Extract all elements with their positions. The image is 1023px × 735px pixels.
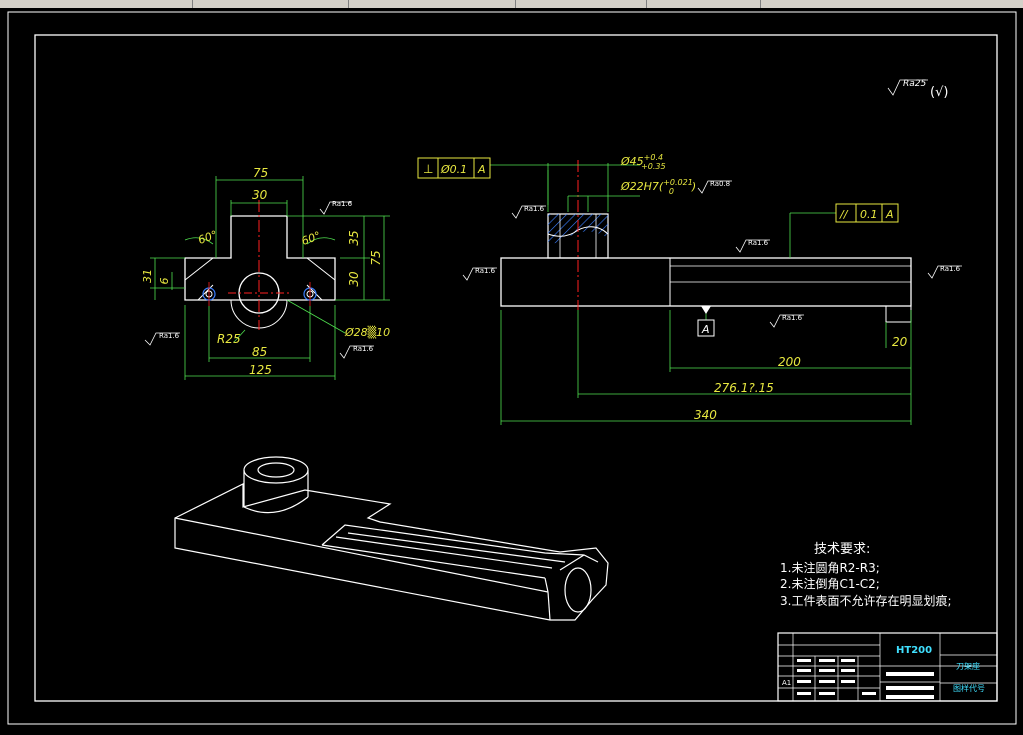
roughness-label: Ra1.6 [524, 205, 545, 213]
dim-height-35: 35 [347, 230, 361, 245]
isometric-view [174, 456, 609, 621]
toolbar-separator [348, 0, 349, 8]
roughness-label: Ra1.6 [475, 267, 496, 275]
scale-label: A1 [782, 679, 791, 687]
toolbar-separator [760, 0, 761, 8]
dim-radius: R25 [217, 332, 241, 346]
dim-hole: Ø28▒10 [344, 325, 390, 339]
perpendicularity-frame: ⊥ Ø0.1 A [417, 157, 491, 179]
para-value: 0.1 [860, 208, 878, 221]
tech-req-item: 1.未注圆角R2-R3; [780, 560, 880, 575]
dim-height-6: 6 [158, 278, 171, 285]
roughness-label: Ra1.6 [782, 314, 803, 322]
dim-angle-right: 60° [300, 229, 323, 248]
tech-req-item: 2.未注倒角C1-C2; [780, 576, 880, 591]
roughness-general-suffix: (√) [930, 85, 948, 100]
perp-datum: A [477, 163, 486, 176]
h7-main: Ø22H7( [620, 180, 664, 193]
h7-close: ) [691, 180, 696, 193]
bore-upper: +0.4 [644, 153, 663, 162]
dim-length-276: 276.1?.15 [714, 381, 774, 395]
front-outline [184, 215, 336, 301]
cad-drawing: 75 30 60° 60° 35 75 30 31 6 R25 Ø28▒10 8… [7, 11, 1017, 725]
dim-height-75: 75 [369, 250, 383, 265]
dim-bore-45: Ø45+0.4+0.35 [620, 153, 666, 171]
drawing-name: 刀架座 [956, 661, 980, 671]
dim-width-top: 75 [253, 166, 268, 180]
dim-boss-width: 30 [252, 188, 268, 202]
perp-value: Ø0.1 [440, 163, 467, 176]
material-label: HT200 [896, 645, 932, 656]
dim-hole-spacing: 85 [252, 345, 267, 359]
dim-total-width: 125 [249, 363, 272, 377]
tech-req-title: 技术要求: [814, 542, 870, 557]
roughness-general: Ra25 [903, 79, 926, 89]
h7-lower: 0 [669, 187, 674, 196]
roughness-label: Ra1.6 [748, 239, 769, 247]
tech-req-item: 3.工件表面不允许存在明显划痕; [780, 593, 952, 608]
dim-length-200: 200 [778, 355, 801, 369]
front-view: 75 30 60° 60° 35 75 30 31 6 R25 Ø28▒10 8… [141, 166, 390, 380]
dim-height-30: 30 [347, 271, 361, 287]
bore-lower: +0.35 [641, 162, 666, 171]
perp-symbol: ⊥ [423, 162, 433, 176]
datum-a: A [701, 323, 710, 336]
dim-length-20: 20 [892, 335, 908, 349]
drawing-canvas[interactable]: 75 30 60° 60° 35 75 30 31 6 R25 Ø28▒10 8… [0, 8, 1023, 730]
para-symbol: // [839, 208, 849, 221]
parallelism-frame: // 0.1 A [835, 203, 899, 223]
toolbar-separator [646, 0, 647, 8]
toolbar-separator [515, 0, 516, 8]
roughness-label: Ra0.8 [710, 180, 730, 188]
roughness-label: Ra1.6 [940, 265, 961, 273]
outer-frame [7, 11, 1017, 725]
toolbar-separator [192, 0, 193, 8]
roughness-label: Ra1.6 [159, 332, 180, 340]
h7-upper: +0.021 [663, 178, 693, 187]
para-datum: A [885, 208, 894, 221]
roughness-label: Ra1.6 [353, 345, 374, 353]
dim-angle-left: 60° [196, 228, 219, 247]
application-toolbar-strip [0, 0, 1023, 8]
dim-length-340: 340 [694, 408, 717, 422]
dim-height-31: 31 [141, 269, 154, 283]
technical-requirements: 技术要求: 1.未注圆角R2-R3; 2.未注倒角C1-C2; 3.工件表面不允… [780, 542, 952, 608]
drawing-code: 图样代号 [953, 683, 985, 693]
roughness-label: Ra1.6 [332, 200, 353, 208]
inner-frame [34, 34, 998, 702]
bore-main: Ø45 [620, 155, 644, 168]
title-block: HT200 刀架座 图样代号 A1 [777, 632, 998, 702]
